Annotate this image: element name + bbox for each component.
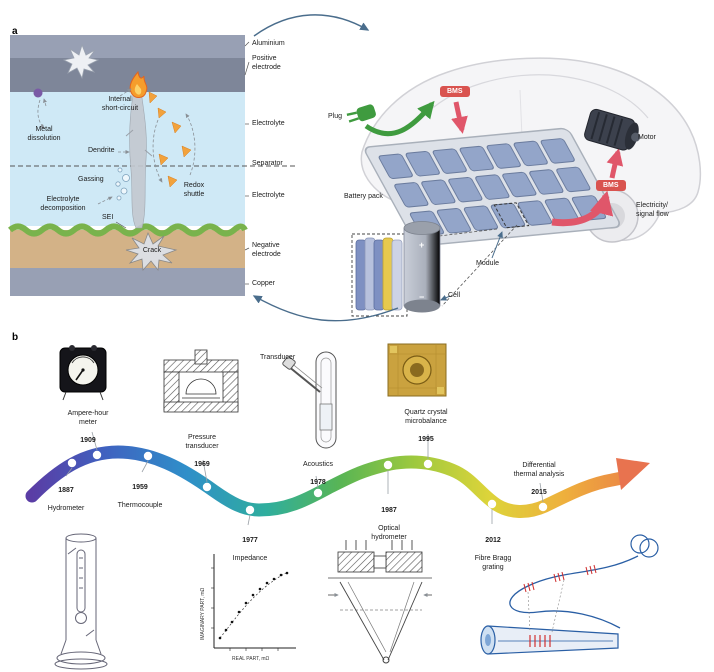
cell-minus-sign: −: [419, 292, 424, 302]
layer-electrolyte-top-label: Electrolyte: [252, 120, 285, 127]
milestone-year: 1969: [194, 461, 210, 469]
milestone-year: 2015: [531, 489, 547, 497]
redox-species: [148, 91, 192, 188]
qcm-illustration: [387, 343, 447, 397]
transducer-label: Transducer: [260, 354, 296, 361]
electricity-signal-flow-label: Electricity/ signal flow: [636, 202, 669, 218]
vehicle-art: + −: [252, 14, 702, 322]
metal-dissolution-label: Metal dissolution: [27, 126, 61, 142]
milestone-name: Differential thermal analysis: [513, 462, 565, 479]
cell-label: Cell: [448, 292, 461, 299]
milestone-name: Pressure transducer: [185, 434, 219, 451]
cell-plus-sign: +: [419, 240, 424, 250]
motor-label: Motor: [638, 134, 656, 141]
plug-icon: [346, 100, 435, 137]
sei-label: SEI: [102, 214, 114, 221]
sei-layer: [8, 223, 248, 237]
metal-particle: [33, 88, 43, 98]
acoustics-illustration: [328, 540, 432, 664]
timeline-ribbon: [25, 445, 629, 518]
milestone-1978-acoustics: Acoustics 1978: [280, 451, 356, 496]
hydrometer-illustration: [54, 533, 108, 670]
milestone-1977-impedance: 1977 Impedance: [210, 527, 290, 572]
bms-badge-1: BMS: [440, 86, 470, 97]
layer-electrolyte-bottom-label: Electrolyte: [252, 192, 285, 199]
milestone-name: Impedance: [232, 555, 268, 563]
plug-label: Plug: [328, 113, 343, 120]
pressure-transducer-illustration: [163, 349, 239, 413]
impedance-x-axis-label: REAL PART, mΩ: [232, 656, 270, 662]
bms-badge-2: BMS: [596, 180, 626, 191]
layer-separator-label: Separator: [252, 160, 283, 167]
impedance-plot-illustration: REAL PART, mΩ IMAGINARY PART, mΩ: [200, 554, 296, 662]
crosssection-to-car-arrow: [253, 14, 370, 37]
bms-to-motor-arrow: [606, 148, 624, 179]
milestone-name: Optical hydrometer: [371, 525, 407, 542]
cell-to-crosssection-arrow: [252, 295, 399, 322]
plug-arrow: [364, 100, 435, 137]
panel-b-label: b: [12, 332, 19, 343]
milestone-1909-ampere-hour-meter: Ampere-hour meter 1909: [48, 400, 128, 455]
electrolyte-decomposition-label: Electrolyte decomposition: [40, 196, 86, 212]
milestone-name: Thermocouple: [117, 502, 163, 510]
milestone-year: 1977: [242, 537, 258, 545]
cell-icon: + −: [403, 221, 441, 313]
dendrite-shape: [129, 89, 147, 229]
milestone-1987-optical-hydrometer: 1987 Optical hydrometer: [350, 497, 428, 552]
gas-bubbles: [115, 167, 130, 201]
gassing-label: Gassing: [78, 176, 104, 183]
milestone-year: 2012: [485, 537, 501, 545]
crack-burst: [125, 231, 178, 272]
battery-pack: [364, 127, 620, 247]
internal-short-circuit-label: Internal short-circuit: [101, 96, 139, 112]
milestone-year: 1909: [80, 437, 96, 445]
milestone-name: Ampere-hour meter: [67, 410, 109, 427]
layer-copper-label: Copper: [252, 280, 275, 287]
timeline-arrowhead: [616, 458, 650, 490]
crack-label: Crack: [142, 247, 162, 254]
milestone-name: Hydrometer: [47, 505, 85, 513]
milestone-year: 1978: [310, 479, 326, 487]
milestone-1959-thermocouple: 1959 Thermocouple: [100, 474, 180, 519]
milestone-2015-differential-thermal-analysis: Differential thermal analysis 2015: [486, 452, 592, 507]
milestone-year: 1959: [132, 484, 148, 492]
milestone-year: 1887: [58, 487, 74, 495]
milestone-2012-fibre-bragg: 2012 Fibre Bragg grating: [454, 527, 532, 582]
flame-icon: [129, 70, 148, 98]
redox-shuttle-label: Redox shuttle: [183, 182, 205, 198]
milestone-name: Acoustics: [303, 461, 333, 469]
layer-positive-electrode-label: Positive electrode: [252, 55, 281, 71]
milestone-name: Quartz crystal microbalance: [404, 409, 448, 426]
module-label: Module: [476, 260, 499, 267]
module-stack: [351, 233, 408, 317]
panel-a-label: a: [12, 26, 18, 37]
dendrite-label: Dendrite: [88, 147, 115, 154]
layer-negative-electrode-label: Negative electrode: [252, 242, 281, 258]
timeline-art: [25, 431, 650, 526]
layer-aluminium-label: Aluminium: [252, 40, 285, 47]
module-callout-box: [493, 202, 530, 229]
impedance-y-axis-label: IMAGINARY PART, mΩ: [200, 587, 206, 640]
bms-to-pack-arrow: [451, 101, 468, 134]
transducer-illustration: [282, 351, 337, 449]
milestone-1887-hydrometer: 1887 Hydrometer: [28, 477, 104, 522]
battery-pack-label: Battery pack: [344, 193, 383, 200]
milestone-1969-pressure-transducer: Pressure transducer 1969: [160, 424, 244, 479]
milestone-year: 1995: [418, 436, 434, 444]
milestone-1995-qcm: Quartz crystal microbalance 1995: [376, 399, 476, 454]
timeline-nodes: [67, 450, 548, 515]
ampere-hour-meter-illustration: [59, 345, 107, 401]
milestone-year: 1987: [381, 507, 397, 515]
motor-icon: [584, 108, 641, 151]
fibre-optic-illustration: [480, 534, 659, 655]
battery-cross-section-art: [8, 35, 296, 296]
short-circuit-burst: [62, 43, 100, 80]
milestone-name: Fibre Bragg grating: [474, 555, 512, 572]
pack-to-bms-arrow: [551, 190, 614, 227]
